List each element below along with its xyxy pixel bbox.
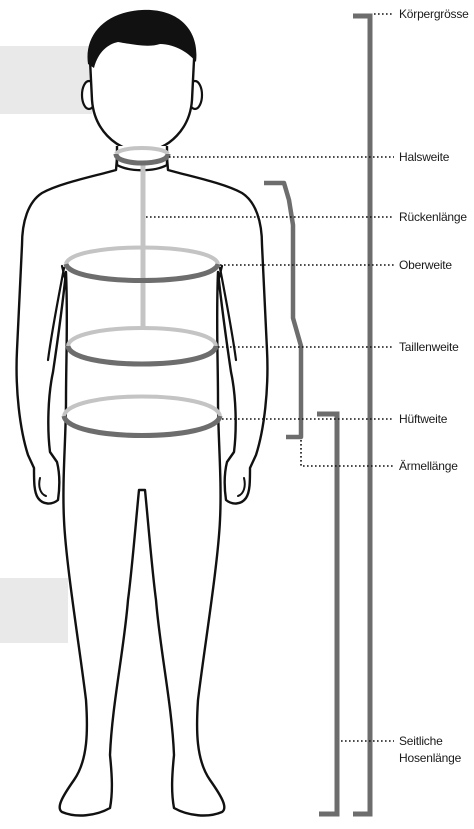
height-bracket	[353, 16, 370, 814]
background-panel-top	[0, 46, 92, 114]
label-taillenweite: Taillenweite	[399, 340, 459, 355]
inseam-bracket	[317, 414, 337, 814]
label-halsweite: Halsweite	[399, 150, 449, 165]
label-seitliche: Seitliche	[399, 734, 443, 749]
background-panel-bottom	[0, 578, 68, 643]
label-oberweite: Oberweite	[399, 258, 452, 273]
label-hueftweite: Hüftweite	[399, 412, 447, 427]
label-koerpergroesse: Körpergrösse	[399, 7, 469, 22]
label-aermellaenge: Ärmellänge	[399, 459, 458, 474]
label-rueckenlaenge: Rückenlänge	[399, 210, 467, 225]
leader-aermellaenge	[301, 440, 394, 466]
label-hosenlaenge: Hosenlänge	[399, 751, 461, 766]
sleeve-bracket	[264, 183, 301, 437]
